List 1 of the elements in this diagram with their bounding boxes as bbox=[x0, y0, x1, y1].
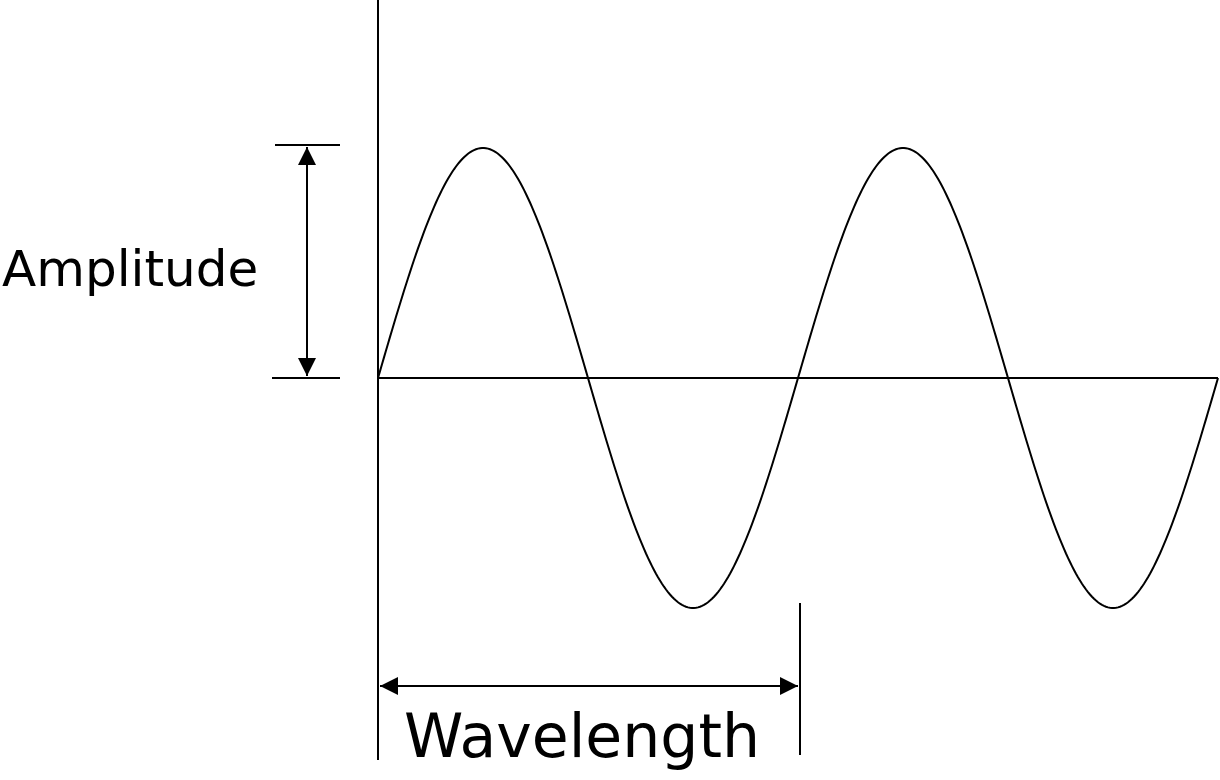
dimension-label: Amplitude bbox=[2, 244, 259, 294]
